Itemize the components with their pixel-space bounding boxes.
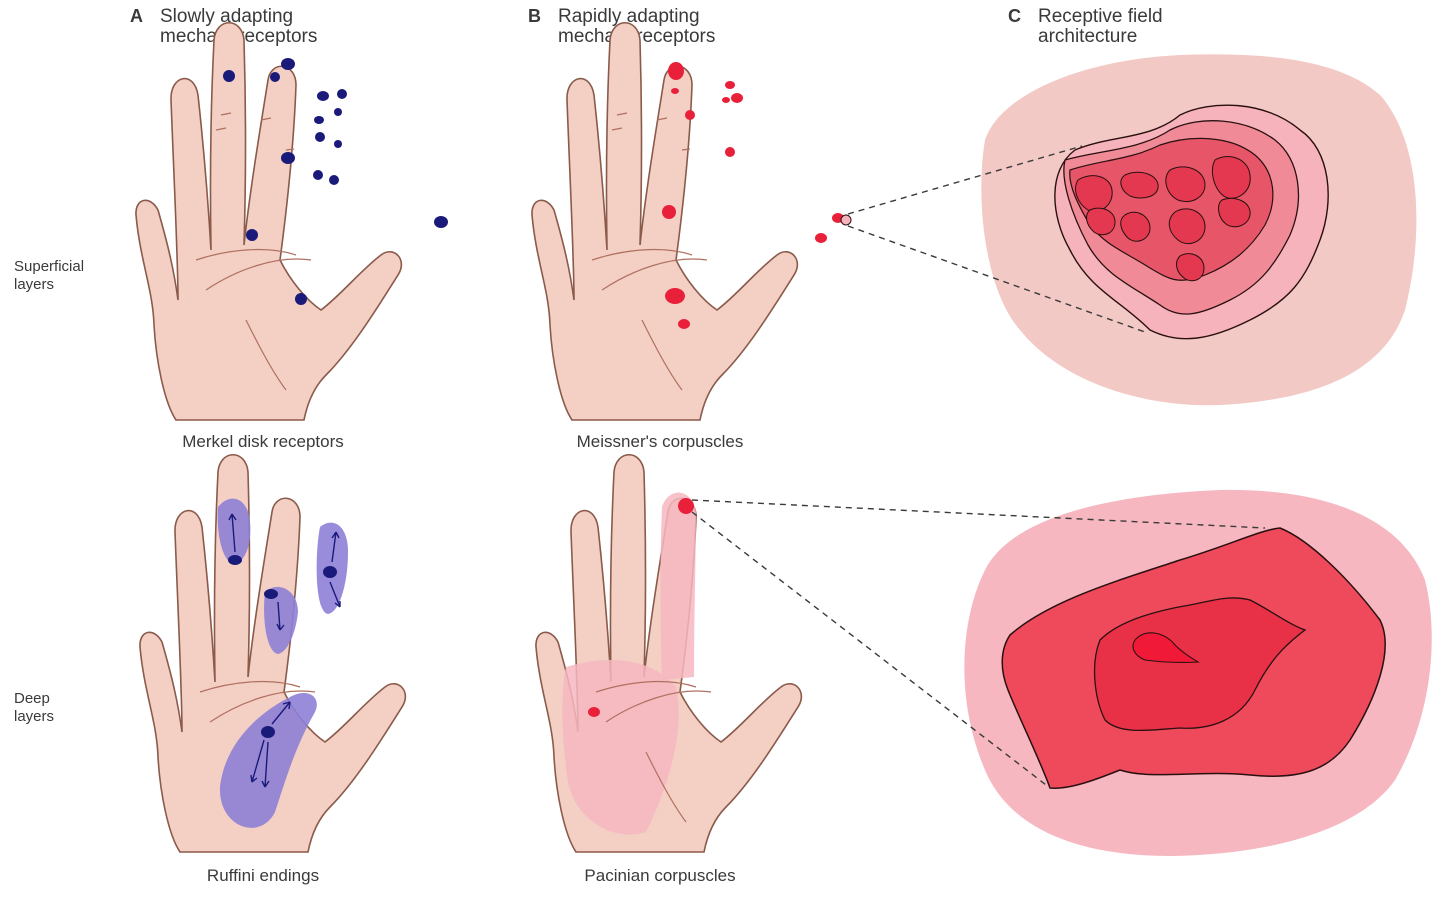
row-label-deep-line2: layers <box>14 708 55 725</box>
column-title-c-line2: architecture <box>1038 26 1138 47</box>
caption-pacinian: Pacinian corpuscles <box>584 866 736 885</box>
row-label-deep: Deep layers <box>14 690 54 726</box>
hand-merkel <box>135 21 448 421</box>
row-label-superficial-line1: Superficial <box>14 258 85 275</box>
receptive-field-superficial <box>840 54 1417 406</box>
receptive-field-deep <box>691 489 1432 856</box>
hand-outline <box>135 21 403 421</box>
column-title-c-line1: Receptive field <box>1038 6 1163 27</box>
field-contour-2 <box>1093 597 1307 732</box>
pacinian-fields <box>562 492 696 835</box>
row-label-superficial-line2: layers <box>14 276 55 293</box>
zoom-lines-superficial <box>847 145 1146 333</box>
row-label-superficial: Superficial layers <box>14 258 84 294</box>
caption-meissner: Meissner's corpuscles <box>576 432 744 451</box>
hand-ruffini <box>139 453 407 853</box>
column-letter-a: A <box>130 6 143 26</box>
ruffini-arrows <box>228 513 341 788</box>
row-label-deep-line1: Deep <box>14 690 50 707</box>
ruffini-dots <box>228 555 337 738</box>
field-core <box>1132 632 1200 663</box>
zoom-target-superficial <box>840 214 852 226</box>
hand-pacinian <box>535 453 803 853</box>
zoom-lines-deep <box>691 499 1266 789</box>
palm-creases <box>591 112 708 391</box>
pacinian-dots <box>588 498 694 717</box>
palm-creases <box>195 112 312 391</box>
caption-merkel: Merkel disk receptors <box>182 432 344 451</box>
column-letter-b: B <box>528 6 541 26</box>
column-letter-c: C <box>1008 6 1021 26</box>
field-core-spots <box>1075 156 1251 282</box>
hand-meissner <box>531 21 844 421</box>
hand-outline <box>531 21 799 421</box>
palm-creases <box>199 680 316 723</box>
palm-creases <box>595 680 712 823</box>
column-title-b-line1: Rapidly adapting <box>558 6 700 27</box>
merkel-dots <box>223 58 448 305</box>
column-title-a-line1: Slowly adapting <box>160 6 294 27</box>
caption-ruffini: Ruffini endings <box>206 866 320 885</box>
